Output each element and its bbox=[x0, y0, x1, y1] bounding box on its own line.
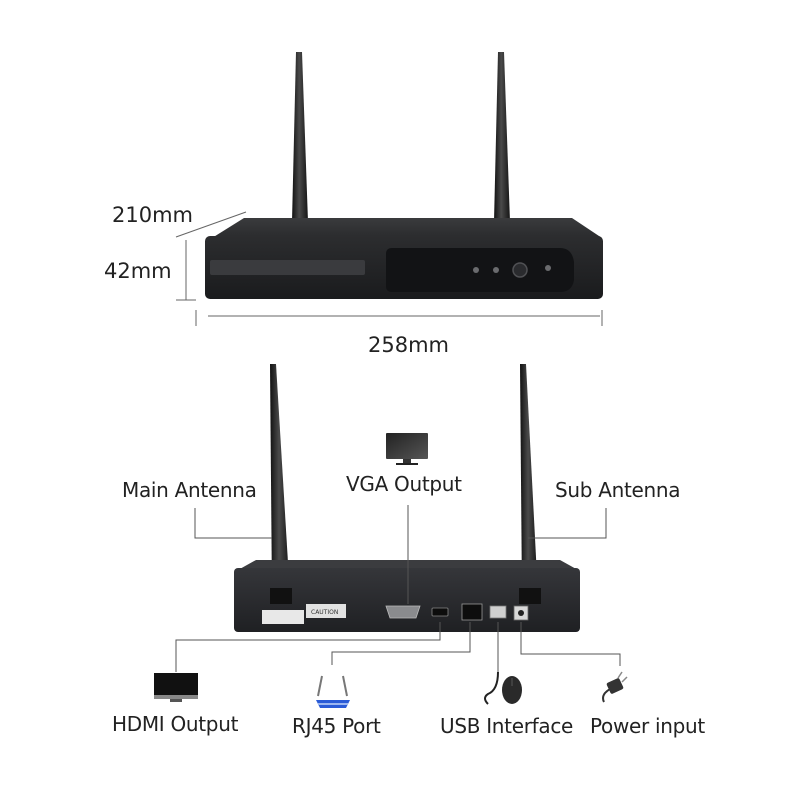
hdmi-output-label: HDMI Output bbox=[112, 712, 239, 736]
hdmi-port bbox=[431, 607, 449, 617]
antenna-base bbox=[270, 588, 292, 604]
vga-output-label: VGA Output bbox=[346, 472, 462, 496]
rj45-port bbox=[461, 603, 483, 621]
height-dimension-label: 42mm bbox=[104, 259, 172, 283]
leader-lines bbox=[175, 505, 621, 672]
front-antenna-right bbox=[494, 52, 510, 222]
front-top-surface bbox=[212, 218, 602, 238]
caution-sticker bbox=[306, 604, 346, 618]
power-input-label: Power input bbox=[590, 714, 705, 738]
led-icon bbox=[545, 265, 551, 271]
label-sticker bbox=[262, 610, 304, 624]
power-port-hole bbox=[518, 610, 524, 616]
front-view bbox=[205, 52, 603, 299]
rj45-port-label: RJ45 Port bbox=[292, 714, 381, 738]
antenna-base bbox=[519, 588, 541, 604]
caution-sticker-text: CAUTION bbox=[311, 609, 338, 616]
front-antenna-left bbox=[292, 52, 308, 222]
usb-interface-label: USB Interface bbox=[440, 714, 574, 738]
main-antenna-label: Main Antenna bbox=[122, 478, 257, 502]
usb-port bbox=[489, 605, 507, 619]
depth-dimension-label: 210mm bbox=[112, 203, 193, 227]
monitor-icon bbox=[154, 673, 198, 702]
led-icon bbox=[473, 267, 479, 273]
width-dimension-label: 258mm bbox=[368, 333, 449, 357]
power-adapter-icon bbox=[602, 671, 628, 703]
dimension-lines bbox=[175, 211, 603, 326]
front-slot bbox=[210, 260, 365, 275]
led-icon bbox=[493, 267, 499, 273]
rear-antenna-main bbox=[270, 364, 290, 596]
mouse-icon bbox=[484, 671, 522, 705]
vga-port bbox=[385, 605, 421, 619]
rear-view: CAUTION bbox=[234, 364, 580, 632]
sub-antenna-label: Sub Antenna bbox=[555, 478, 681, 502]
ir-sensor-icon bbox=[512, 262, 528, 278]
front-indicator-panel bbox=[386, 248, 574, 292]
monitor-icon bbox=[386, 433, 428, 465]
router-icon bbox=[316, 675, 350, 708]
